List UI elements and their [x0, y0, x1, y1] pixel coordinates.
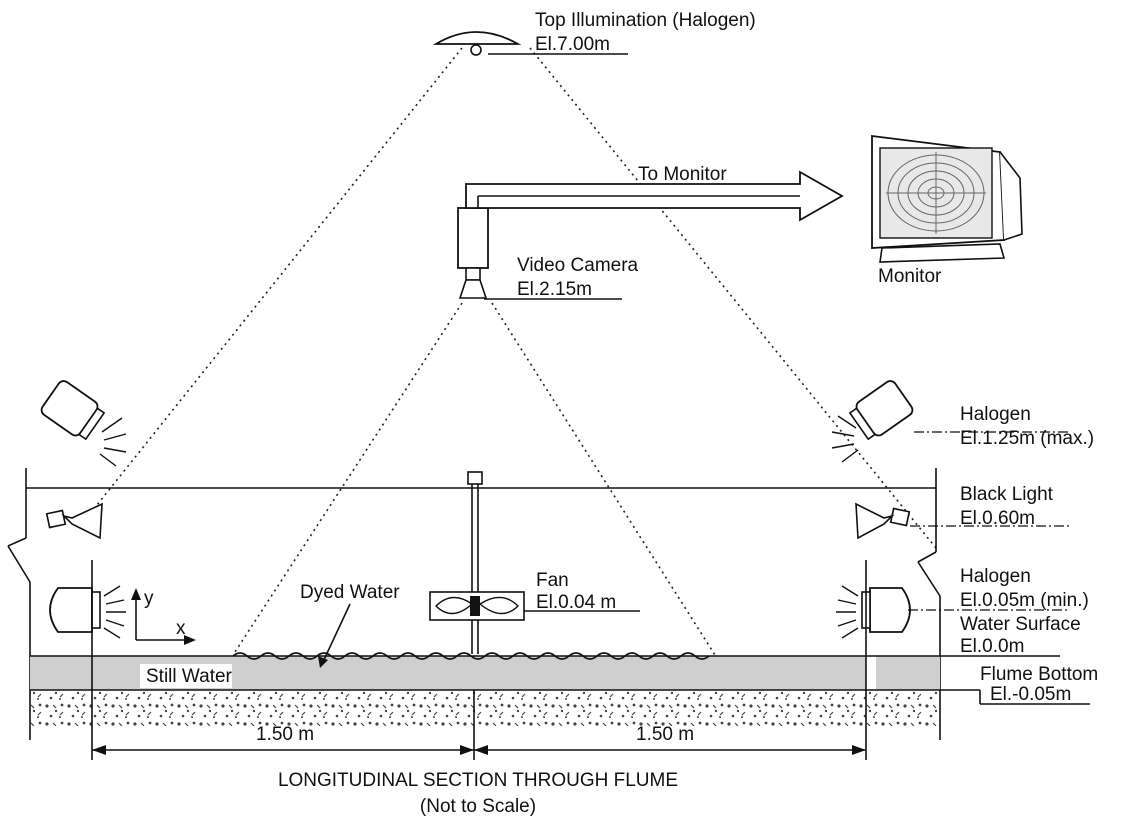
still-water-body-right [876, 656, 940, 690]
dyed-water-wavy-surface [232, 652, 710, 660]
dimension-right-label: 1.50 m [636, 724, 694, 745]
halogen-upper-label: Halogen [960, 404, 1031, 425]
caption-title: LONGITUDINAL SECTION THROUGH FLUME [278, 770, 678, 791]
flume-gravel-bed [30, 690, 940, 726]
water-surface-label: Water Surface [960, 614, 1081, 635]
dyed-water-label: Dyed Water [300, 582, 400, 603]
caption-subtitle: (Not to Scale) [420, 796, 536, 817]
dyed-water-leader [321, 603, 351, 665]
monitor-icon [871, 134, 1023, 263]
halogen-lower-label: Halogen [960, 566, 1031, 587]
halogen-lower-left-icon [49, 585, 126, 639]
top-illumination-label: Top Illumination (Halogen) [535, 10, 756, 31]
illumination-cone-lines [84, 47, 937, 656]
video-camera-label: Video Camera [517, 255, 639, 276]
top-illumination-lamp-icon [432, 31, 522, 56]
halogen-upper-elevation: El.1.25m (max.) [960, 428, 1094, 449]
black-light-elevation: El.0.60m [960, 508, 1035, 529]
video-camera-elevation: El.2.15m [517, 279, 592, 300]
axis-y-label: y [144, 588, 154, 609]
flume-bottom-elevation: El.-0.05m [990, 684, 1071, 705]
still-water-label: Still Water [146, 666, 233, 687]
flume-bottom-label: Flume Bottom [980, 664, 1098, 685]
fan-elevation: El.0.04 m [536, 592, 616, 613]
halogen-lower-elevation: El.0.05m (min.) [960, 590, 1089, 611]
black-light-right-icon [855, 502, 911, 540]
to-monitor-arrow-icon [465, 170, 844, 222]
halogen-lower-right-icon [836, 585, 911, 639]
fan-label: Fan [536, 570, 569, 591]
to-monitor-label: To Monitor [638, 164, 727, 185]
monitor-label: Monitor [878, 266, 942, 287]
water-surface-elevation: El.0.0m [960, 636, 1024, 657]
dimension-left-label: 1.50 m [256, 724, 314, 745]
dimension-line [92, 745, 866, 755]
halogen-upper-left-icon [40, 380, 127, 467]
black-light-left-icon [45, 502, 103, 540]
axis-x-label: x [176, 618, 186, 639]
video-camera-icon [457, 207, 489, 299]
fan-icon [429, 471, 525, 654]
xy-axes-icon [131, 588, 196, 645]
halogen-upper-right-icon [831, 380, 914, 463]
top-illumination-elevation: El.7.00m [535, 34, 610, 55]
black-light-label: Black Light [960, 484, 1054, 505]
